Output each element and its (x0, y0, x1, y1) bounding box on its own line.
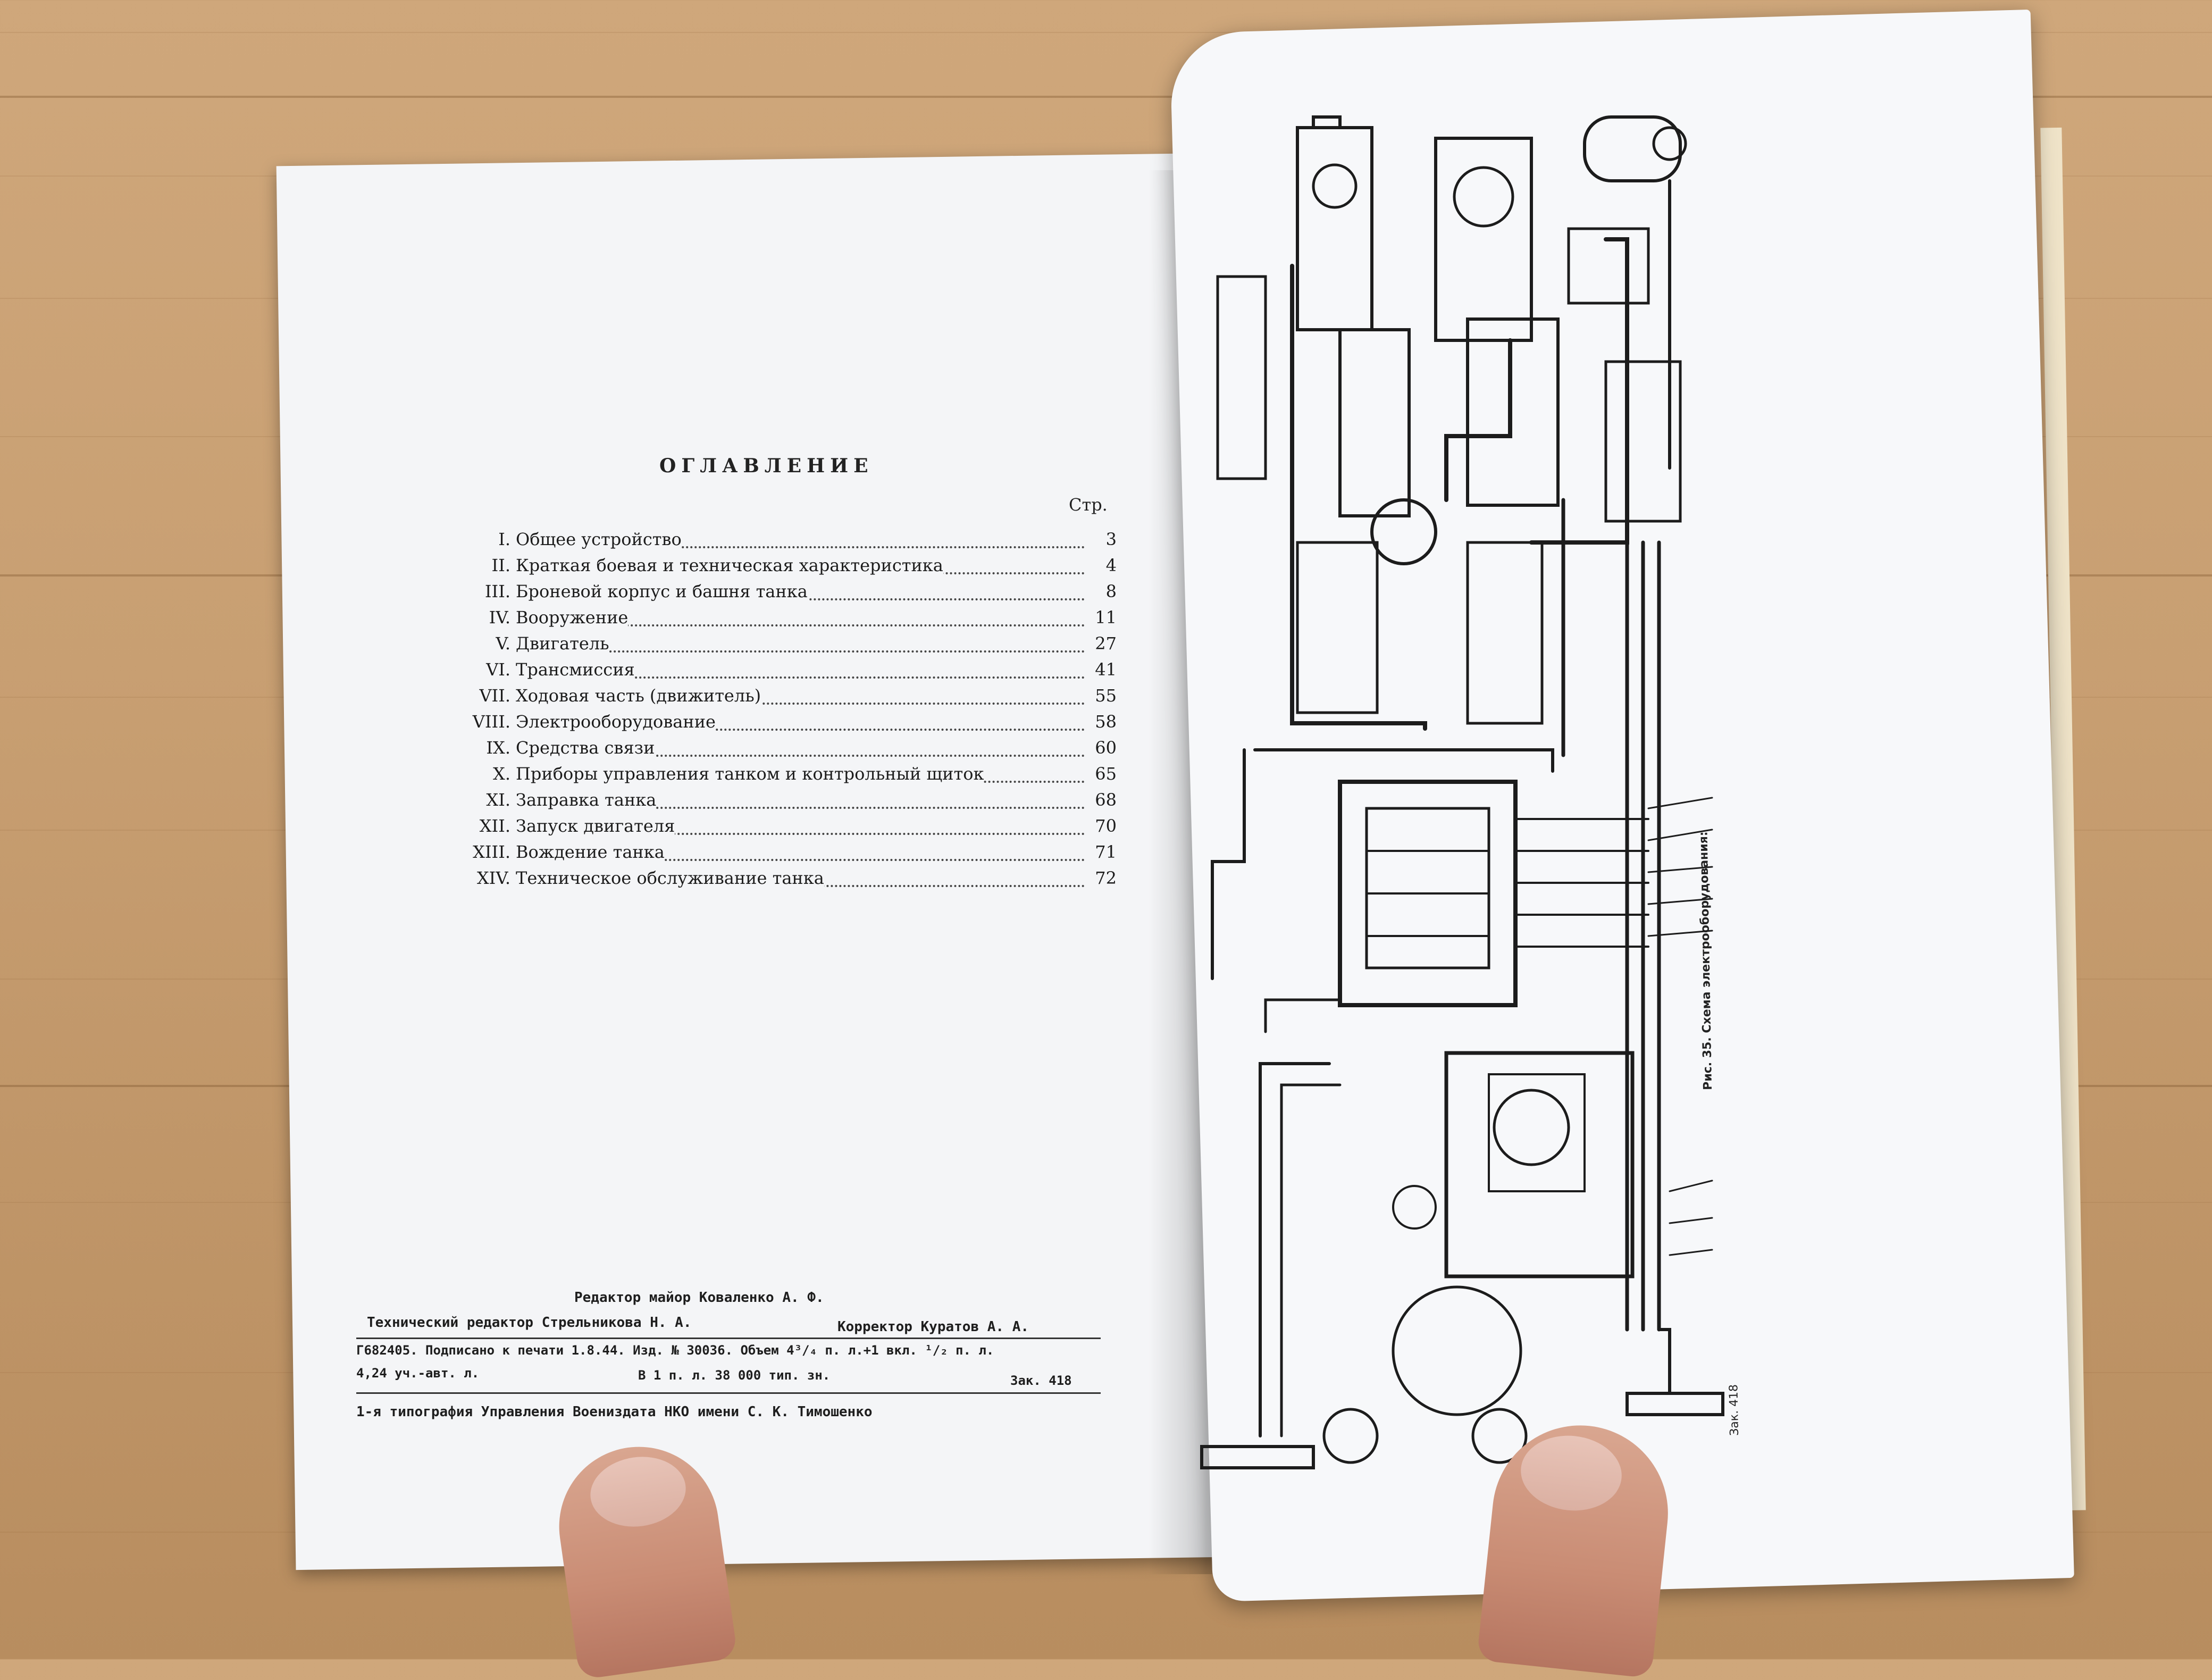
toc-leader-dots (516, 703, 1085, 705)
toc-leader-dots (516, 624, 1085, 626)
toc-item-page: 4 (1085, 555, 1117, 575)
toc-item: XIII. Вождение танка 71 (351, 842, 1117, 868)
toc-item-label: Вождение танка (516, 842, 665, 862)
toc-item-number: IV. (351, 607, 510, 628)
wiring-diagram (1200, 115, 1724, 1469)
toc-item-number: XII. (351, 816, 510, 836)
toc-item: VIII. Электрооборудование 58 (351, 712, 1117, 738)
toc-item-label: Техническое обслуживание танка (516, 868, 824, 888)
toc-item-page: 27 (1085, 633, 1117, 654)
toc-item-number: III. (351, 581, 510, 601)
toc-item-page: 65 (1085, 764, 1117, 784)
toc-item: IX. Средства связи 60 (351, 738, 1117, 764)
toc-title: ОГЛАВЛЕНИЕ (659, 455, 874, 477)
toc-item: II. Краткая боевая и техническая характер… (351, 555, 1117, 582)
toc-item-page: 68 (1085, 790, 1117, 810)
toc-item-number: I. (351, 529, 510, 549)
toc-item: VII. Ходовая часть (движитель) 55 (351, 686, 1117, 712)
toc-item-number: VIII. (351, 712, 510, 732)
toc-item: III. Броневой корпус и башня танка 8 (351, 581, 1117, 608)
toc-leader-dots (516, 546, 1085, 548)
toc-item-page: 70 (1085, 816, 1117, 836)
toc-item-label: Ходовая часть (движитель) (516, 686, 761, 706)
toc-page-header: Стр. (1069, 495, 1108, 515)
imprint-line2b: В 1 п. л. 38 000 тип. зн. (638, 1368, 831, 1383)
toc-leader-dots (516, 807, 1085, 809)
toc-item-label: Заправка танка (516, 790, 657, 810)
toc-item-page: 58 (1085, 712, 1117, 732)
toc-item-number: II. (351, 555, 510, 575)
toc-item: X. Приборы управления танком и контрольны… (351, 764, 1117, 790)
toc-item-number: IX. (351, 738, 510, 758)
toc-item-number: X. (351, 764, 510, 784)
imprint-printer: 1-я типография Управления Воениздата НКО… (356, 1404, 873, 1420)
toc-leader-dots (516, 755, 1085, 757)
toc-item-page: 71 (1085, 842, 1117, 862)
diagram-order-number: Зак. 418 (1727, 1384, 1741, 1436)
toc-item-label: Краткая боевая и техническая характерист… (516, 555, 943, 575)
toc-item-number: XIII. (351, 842, 510, 862)
toc-item-page: 60 (1085, 738, 1117, 758)
toc-item-page: 72 (1085, 868, 1117, 888)
toc-item-page: 8 (1085, 581, 1117, 601)
imprint-line2c: Зак. 418 (1010, 1373, 1072, 1388)
toc-item-page: 41 (1085, 659, 1117, 680)
toc-item: XI. Заправка танка 68 (351, 790, 1117, 816)
imprint-line2a: 4,24 уч.-авт. л. (356, 1366, 480, 1381)
toc-item: I. Общее устройство 3 (351, 529, 1117, 556)
imprint-tech-editor: Технический редактор Стрельникова Н. А. (367, 1315, 692, 1331)
toc-leader-dots (516, 729, 1085, 731)
toc-item-page: 3 (1085, 529, 1117, 549)
toc-item-number: V. (351, 633, 510, 654)
imprint-proofreader: Корректор Куратов А. А. (837, 1319, 1029, 1335)
toc-item-label: Приборы управления танком и контрольный … (516, 764, 984, 784)
toc-item-label: Двигатель (516, 633, 609, 654)
toc-item-page: 11 (1085, 607, 1117, 628)
toc-item-label: Вооружение (516, 607, 629, 628)
toc-item-label: Общее устройство (516, 529, 682, 549)
imprint-rule-top (356, 1338, 1101, 1339)
imprint-line1: Г682405. Подписано к печати 1.8.44. Изд.… (356, 1343, 994, 1358)
imprint-rule-bottom (356, 1392, 1101, 1394)
toc-item-number: VI. (351, 659, 510, 680)
toc-leader-dots (516, 676, 1085, 679)
toc-item-label: Трансмиссия (516, 659, 635, 680)
toc-leader-dots (516, 859, 1085, 861)
toc-item: XII. Запуск двигателя 70 (351, 816, 1117, 842)
toc-item: VI. Трансмиссия 41 (351, 659, 1117, 686)
toc-item: V. Двигатель 27 (351, 633, 1117, 660)
toc-item-label: Броневой корпус и башня танка (516, 581, 808, 601)
toc-item-label: Запуск двигателя (516, 816, 675, 836)
toc-item-label: Электрооборудование (516, 712, 716, 732)
toc-leader-dots (516, 833, 1085, 835)
toc-leader-dots (516, 650, 1085, 653)
toc-item-label: Средства связи (516, 738, 655, 758)
toc-item-number: XIV. (351, 868, 510, 888)
toc-item-number: VII. (351, 686, 510, 706)
imprint-editor: Редактор майор Коваленко А. Ф. (574, 1290, 824, 1306)
toc-item-number: XI. (351, 790, 510, 810)
toc-item-page: 55 (1085, 686, 1117, 706)
toc-item: XIV. Техническое обслуживание танка 72 (351, 868, 1117, 895)
toc-item: IV. Вооружение 11 (351, 607, 1117, 634)
